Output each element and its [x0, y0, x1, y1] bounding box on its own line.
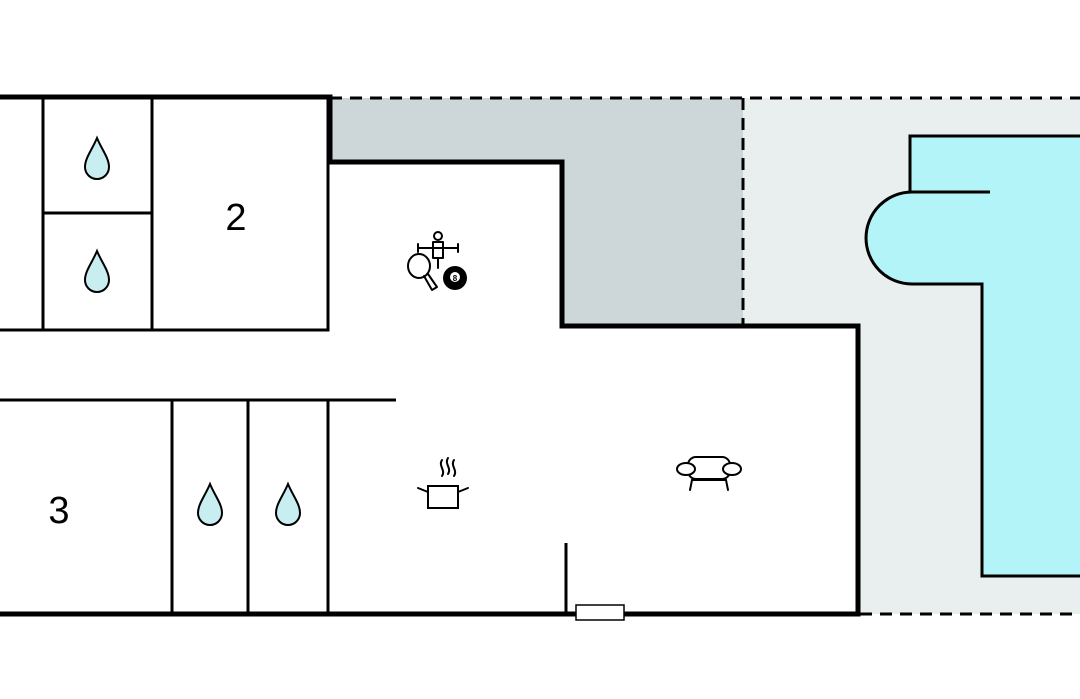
water-drop-icon — [196, 481, 224, 526]
water-drop-icon — [83, 135, 111, 180]
swimming-pool — [864, 134, 1080, 578]
foosball-icon — [417, 231, 459, 269]
water-drop-icon — [274, 481, 302, 526]
cooking-pot-icon — [417, 457, 469, 509]
room-label-3: 3 — [48, 490, 69, 532]
entrance-door-icon — [575, 604, 625, 621]
billiard-ball-icon: 8 — [443, 266, 467, 290]
ping-pong-icon — [407, 253, 438, 291]
sofa-icon — [676, 456, 742, 491]
water-drop-icon — [83, 248, 111, 293]
covered-terrace-area — [330, 98, 743, 326]
room-label-2: 2 — [225, 197, 246, 239]
svg-text:8: 8 — [453, 274, 458, 283]
exterior-wall-top-left — [0, 94, 861, 617]
bedroom-2-block-walls — [0, 97, 330, 332]
